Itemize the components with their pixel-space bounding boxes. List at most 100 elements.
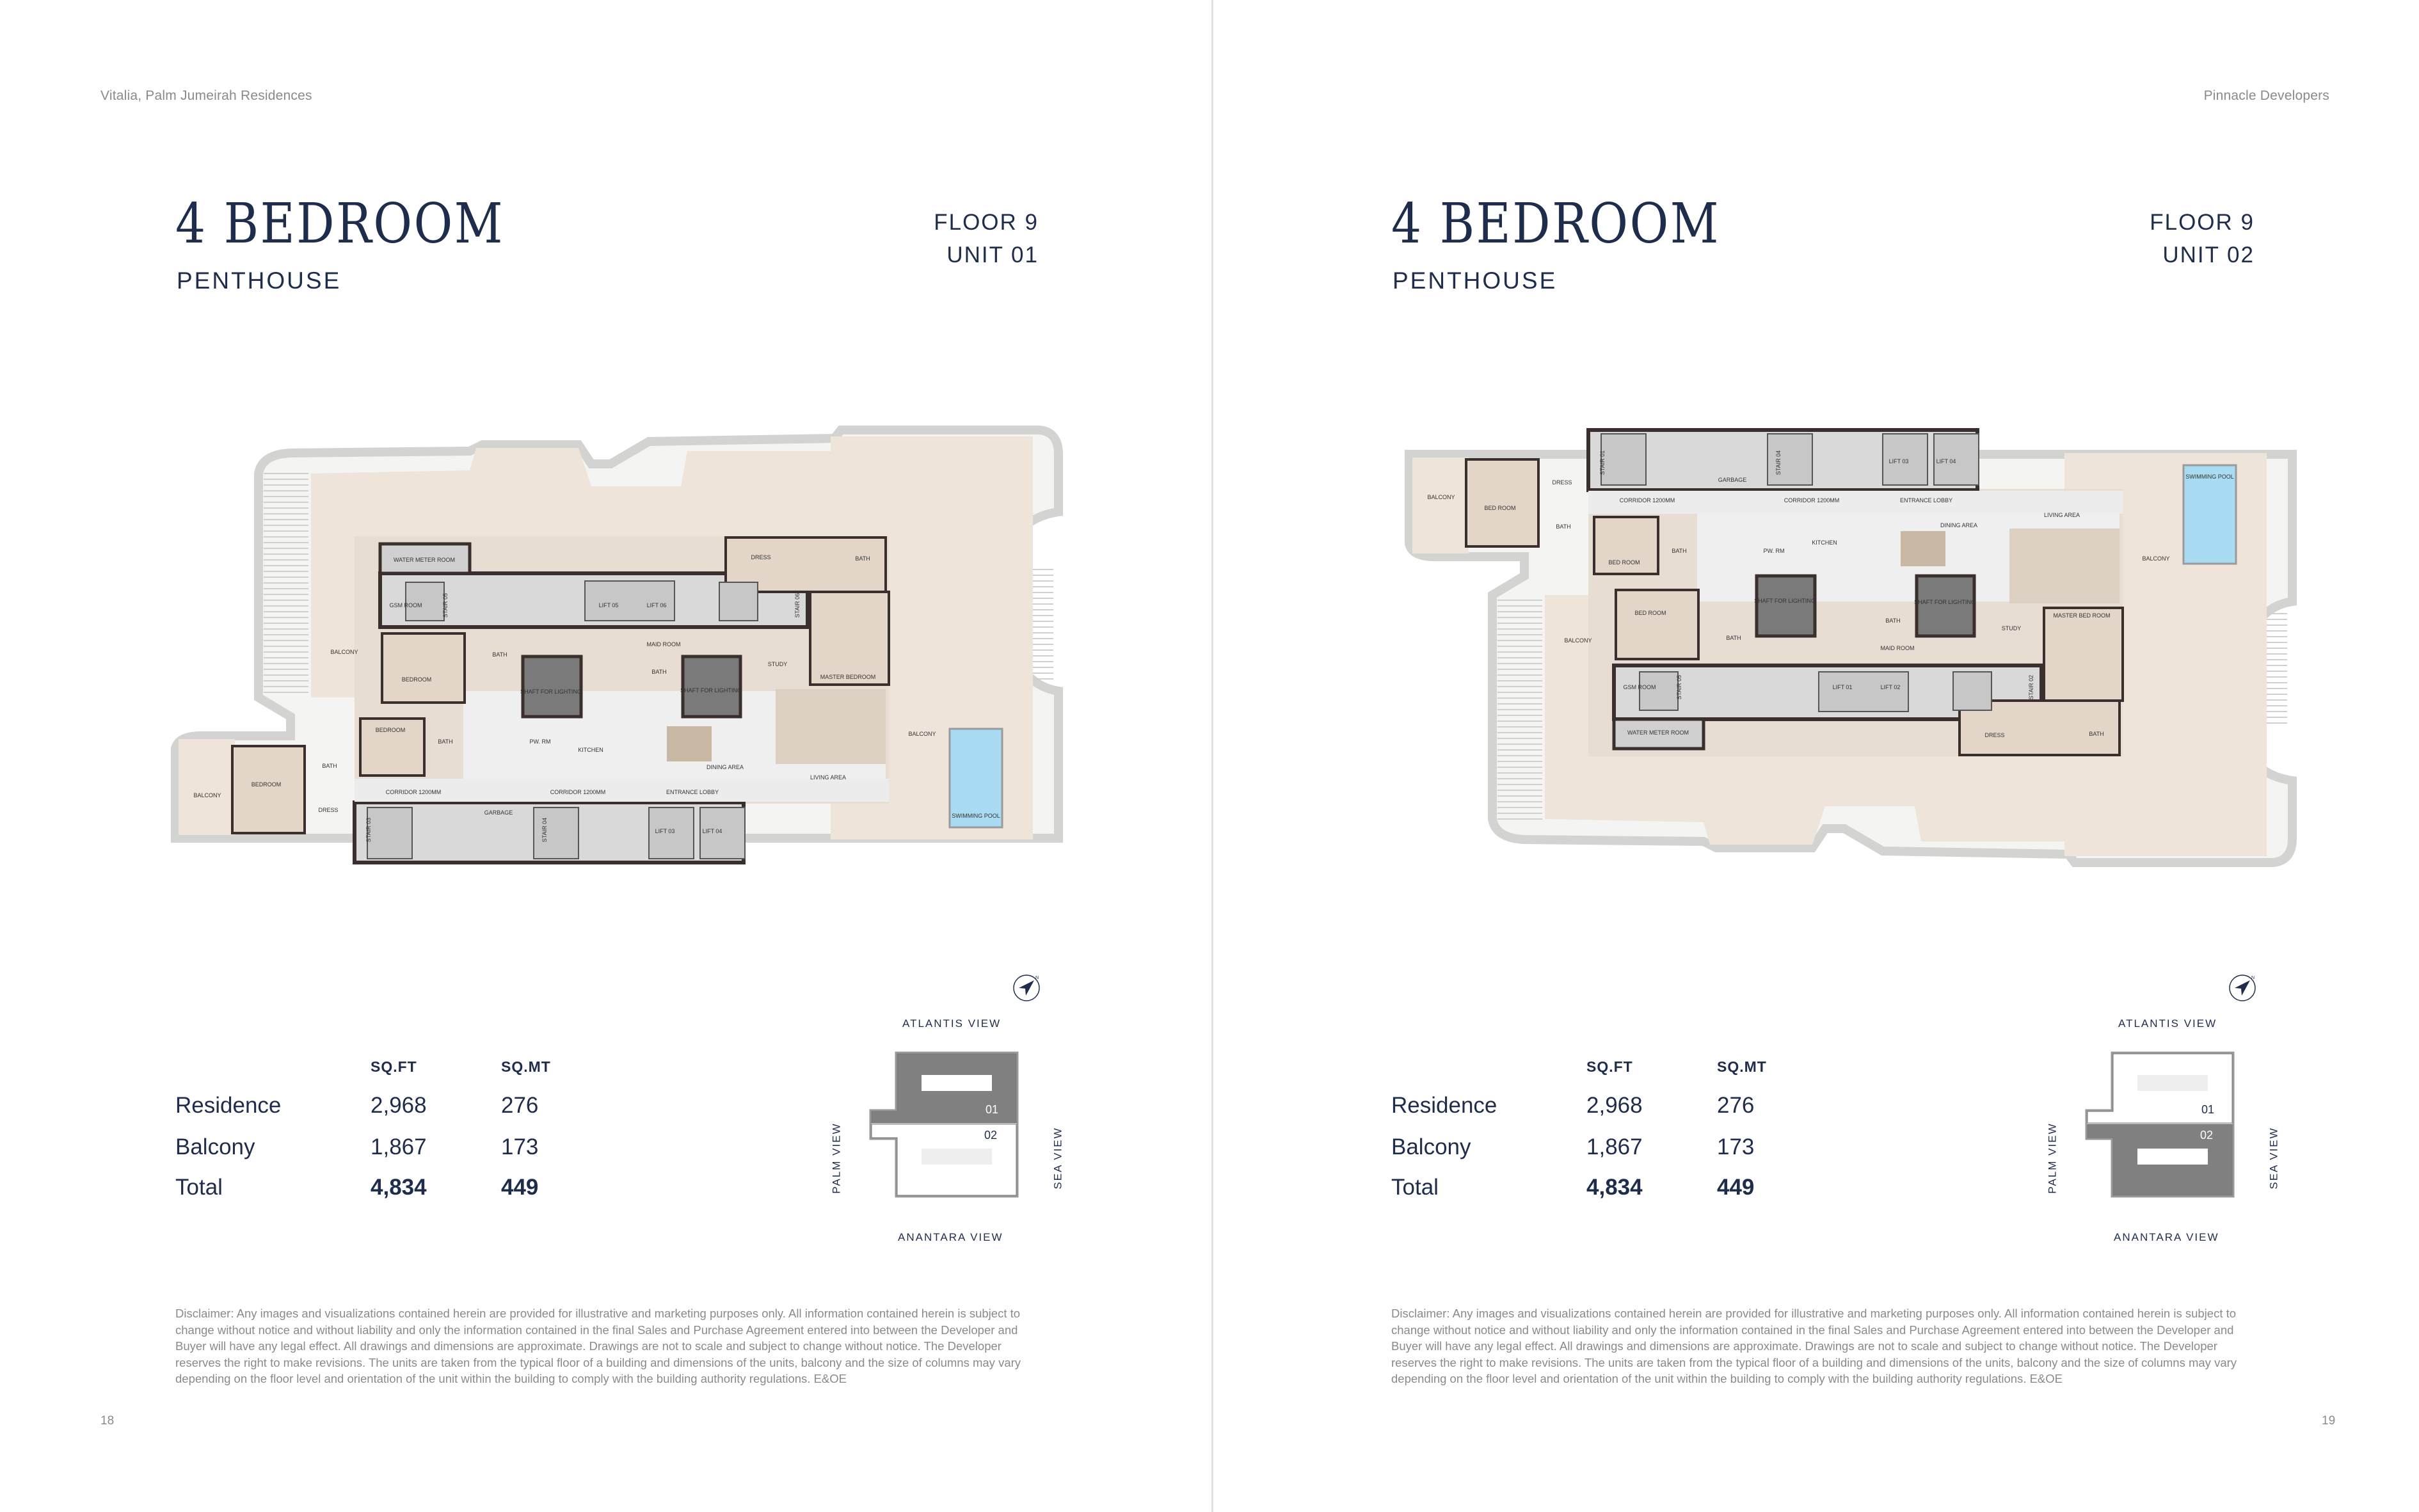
room-label: MASTER BEDROOM xyxy=(820,674,876,680)
total-label: Total xyxy=(1391,1175,1439,1200)
total-label: Total xyxy=(175,1175,223,1200)
room-label: ENTRANCE LOBBY xyxy=(666,789,719,795)
room-label: DINING AREA xyxy=(1940,522,1977,529)
total-sqmt: 449 xyxy=(501,1175,539,1200)
room-label: LIVING AREA xyxy=(2044,512,2080,518)
room-label: BEDROOM xyxy=(251,781,282,788)
room-label: BATH xyxy=(855,555,870,562)
room-label: GARBAGE xyxy=(484,809,513,816)
stair-lift-box xyxy=(1882,433,1928,486)
room-label: SWIMMING POOL xyxy=(2185,473,2234,480)
room-label: LIFT 03 xyxy=(655,828,675,834)
atlantis-view-label: ATLANTIS VIEW xyxy=(2118,1017,2217,1030)
dining-table xyxy=(667,726,712,761)
room-label: MASTER BED ROOM xyxy=(2053,612,2110,619)
stair-lift-box xyxy=(1639,671,1679,711)
living-rug xyxy=(2009,529,2120,603)
unit-subtitle: PENTHOUSE xyxy=(1393,267,1558,294)
room-label: BATH xyxy=(1726,635,1741,641)
compass-icon: N xyxy=(1013,975,1040,1001)
stair-lift-box xyxy=(719,582,758,621)
room-label: STUDY xyxy=(2002,625,2022,632)
living-rug xyxy=(776,689,886,764)
total-sqft: 4,834 xyxy=(1586,1175,1643,1200)
room-label: MAID ROOM xyxy=(647,641,681,648)
stair-lift-box xyxy=(1818,671,1909,712)
room-label: PW. RM xyxy=(1764,548,1785,554)
room-label: SHAFT FOR LIGHTING xyxy=(1914,599,1976,605)
room-label: BATH xyxy=(651,669,666,675)
room-label: STAIR 04 xyxy=(541,818,548,842)
room-label: BALCONY xyxy=(1564,637,1592,644)
room-label: BED ROOM xyxy=(1484,505,1515,511)
core-void xyxy=(2137,1149,2208,1165)
room-label: CORRIDOR 1200MM xyxy=(1620,497,1675,504)
balcony-sqft: 1,867 xyxy=(1586,1134,1643,1159)
room-label: BATH xyxy=(2089,731,2104,737)
lighting-shaft xyxy=(521,655,583,719)
room-label: GSM ROOM xyxy=(1624,684,1656,690)
room-label: SHAFT FOR LIGHTING xyxy=(520,688,582,695)
residence-sqft: 2,968 xyxy=(371,1093,427,1118)
balcony-area xyxy=(179,739,235,835)
room-label: DRESS xyxy=(318,807,338,813)
room-label: STAIR 01 xyxy=(1599,450,1606,475)
room-label: DRESS xyxy=(1552,479,1572,486)
room-label: SHAFT FOR LIGHTING xyxy=(680,687,742,694)
palm-view-label: PALM VIEW xyxy=(830,1122,843,1194)
key-plan: N ATLANTIS VIEW ANANTARA VIEW PALM VIEW … xyxy=(2029,960,2297,1254)
room xyxy=(1465,458,1540,548)
anantara-view-label: ANANTARA VIEW xyxy=(2114,1231,2219,1243)
water-meter-room xyxy=(1612,717,1705,751)
stair-lift-box xyxy=(1767,433,1813,486)
room-label: LIFT 01 xyxy=(1833,684,1853,690)
lighting-shaft xyxy=(681,655,742,719)
room-label: STAIR 03 xyxy=(365,818,372,842)
page-spine xyxy=(1211,0,1213,1512)
key-plan: N ATLANTIS VIEW ANANTARA VIEW PALM VIEW … xyxy=(813,960,1082,1254)
room-label: BEDROOM xyxy=(402,676,432,683)
corridor xyxy=(1588,491,2123,514)
running-header: Vitalia, Palm Jumeirah Residences xyxy=(100,88,312,103)
room-label: MAID ROOM xyxy=(1881,645,1915,651)
residence-sqmt: 276 xyxy=(501,1093,539,1118)
room xyxy=(359,717,426,777)
room xyxy=(809,591,890,686)
room-label: CORRIDOR 1200MM xyxy=(386,789,442,795)
room-label: LIFT 04 xyxy=(1936,458,1956,465)
floor-label: FLOOR 9 xyxy=(2150,210,2255,235)
room-label: LIFT 03 xyxy=(1889,458,1909,465)
residence-sqmt: 276 xyxy=(1717,1093,1755,1118)
balcony-sqmt: 173 xyxy=(501,1134,539,1159)
room-label: LIVING AREA xyxy=(810,774,846,781)
stair-lift-box xyxy=(405,582,445,621)
room-label: CORRIDOR 1200MM xyxy=(1784,497,1840,504)
balcony-sqmt: 173 xyxy=(1717,1134,1755,1159)
unit-subtitle: PENTHOUSE xyxy=(177,267,342,294)
room-label: STUDY xyxy=(768,661,788,667)
room-label: BATH xyxy=(322,763,337,769)
corridor xyxy=(355,779,889,802)
sqmt-header: SQ.MT xyxy=(1717,1058,1767,1075)
balcony-label: Balcony xyxy=(175,1134,255,1159)
room-label: LIFT 06 xyxy=(647,602,667,609)
anantara-view-label: ANANTARA VIEW xyxy=(898,1231,1003,1243)
core-void xyxy=(922,1149,992,1165)
residence-label: Residence xyxy=(175,1093,282,1118)
room-label: LIFT 02 xyxy=(1881,684,1901,690)
room-label: BATH xyxy=(1672,548,1686,554)
sqft-header: SQ.FT xyxy=(1586,1058,1633,1075)
sqmt-header: SQ.MT xyxy=(501,1058,551,1075)
room-label: WATER METER ROOM xyxy=(394,557,455,563)
sea-view-label: SEA VIEW xyxy=(2267,1127,2280,1190)
room-label: STAIR 05 xyxy=(442,593,449,617)
room-label: BALCONY xyxy=(330,649,358,655)
unit-01-label: 01 xyxy=(2201,1103,2214,1116)
disclaimer-text: Disclaimer: Any images and visualization… xyxy=(1391,1307,2237,1385)
swimming-pool xyxy=(948,728,1003,829)
unit-label: UNIT 02 xyxy=(2162,243,2255,267)
room-label: DRESS xyxy=(1984,732,2004,738)
stair-lift-box xyxy=(648,807,694,859)
room-label: STAIR 05 xyxy=(1676,675,1682,699)
